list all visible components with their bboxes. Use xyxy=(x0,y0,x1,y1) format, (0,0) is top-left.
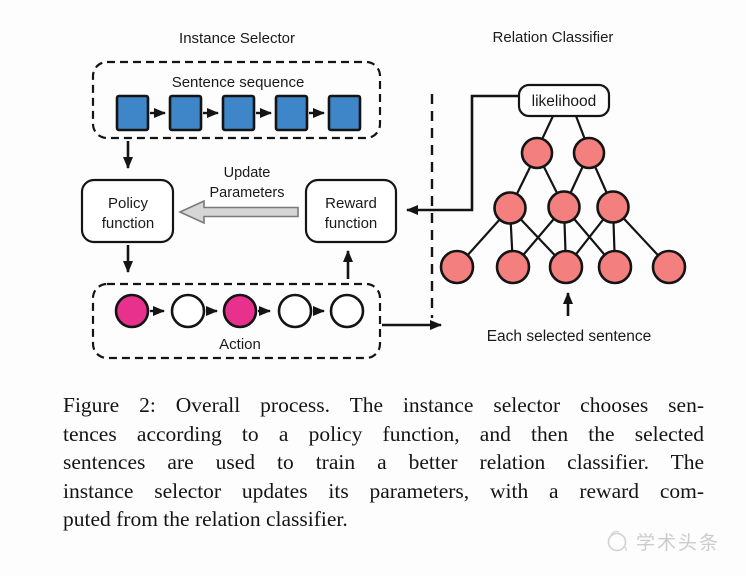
classifier-node xyxy=(547,190,581,224)
action-circle-unselected xyxy=(329,293,365,329)
action-box xyxy=(91,282,382,360)
update-parameters-label-line1: Update xyxy=(224,165,271,181)
update-parameters-block-arrow-icon xyxy=(178,199,299,225)
action-label: Action xyxy=(219,336,261,353)
sentence-square xyxy=(221,94,256,132)
action-circle-unselected xyxy=(170,293,206,329)
classifier-nodes xyxy=(439,136,687,285)
caption-line: Figure 2: Overall process. The instance … xyxy=(63,393,704,417)
classifier-node xyxy=(548,249,584,285)
likelihood-box xyxy=(517,83,611,118)
watermark: 学术头条 xyxy=(604,527,720,555)
classifier-node xyxy=(520,136,554,170)
policy-box-label-line2: function xyxy=(102,215,155,232)
classifier-node xyxy=(651,249,687,285)
reward-box-label-line1: Reward xyxy=(325,195,377,212)
watermark-text: 学术头条 xyxy=(636,532,721,554)
figure-diagram: Instance Selector Relation Classifier Se… xyxy=(80,29,687,360)
reward-function-box xyxy=(304,178,398,244)
caption-line: puted from the relation classifier. xyxy=(63,507,348,532)
classifier-node xyxy=(493,191,527,225)
action-circles xyxy=(114,293,365,329)
reward-box-label-line2: function xyxy=(325,215,378,232)
sentence-square xyxy=(168,94,203,132)
caption-line: tences according to a policy function, a… xyxy=(63,421,704,446)
watermark-logo-icon xyxy=(607,530,627,552)
arrow-likelihood-to-reward xyxy=(406,94,518,215)
caption-line: instance selector updates its parameters… xyxy=(63,478,704,503)
classifier-node xyxy=(495,249,531,285)
sentence-square xyxy=(115,94,150,132)
update-parameters-label-line2: Parameters xyxy=(210,185,285,201)
action-circle-selected xyxy=(114,293,150,329)
policy-box-label-line1: Policy xyxy=(108,195,149,212)
instance-selector-title: Instance Selector xyxy=(179,30,295,47)
sentence-square xyxy=(327,94,362,132)
classifier-node xyxy=(439,249,475,285)
policy-function-box xyxy=(80,178,175,244)
sentence-squares xyxy=(115,94,362,132)
likelihood-label: likelihood xyxy=(532,93,597,110)
relation-classifier-title: Relation Classifier xyxy=(493,29,614,46)
classifier-node xyxy=(597,249,633,285)
sentence-square xyxy=(274,94,309,132)
caption-line: sentences are used to train a better rel… xyxy=(63,450,704,475)
figure-caption: Figure 2: Overall process. The instance … xyxy=(63,391,704,534)
sentence-sequence-label: Sentence sequence xyxy=(172,74,305,91)
sentence-sequence-box xyxy=(91,60,382,140)
selected-sentence-label: Each selected sentence xyxy=(487,328,652,345)
action-circle-selected xyxy=(222,293,258,329)
classifier-node xyxy=(572,136,606,170)
action-circle-unselected xyxy=(277,293,313,329)
classifier-node xyxy=(596,190,630,224)
